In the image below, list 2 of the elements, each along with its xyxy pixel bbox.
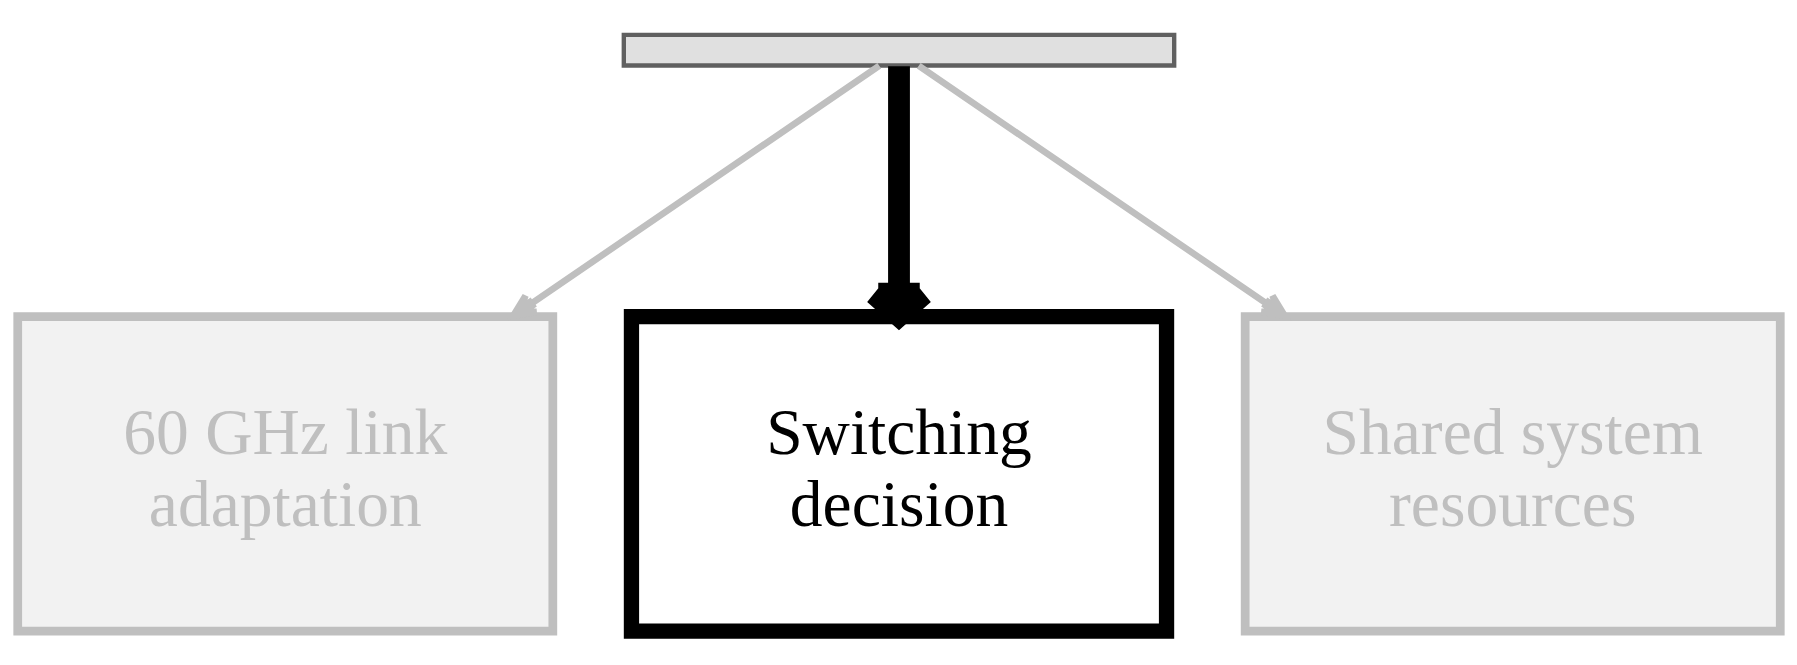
node-box: Switching decision bbox=[623, 308, 1174, 639]
node-box bbox=[621, 32, 1176, 68]
